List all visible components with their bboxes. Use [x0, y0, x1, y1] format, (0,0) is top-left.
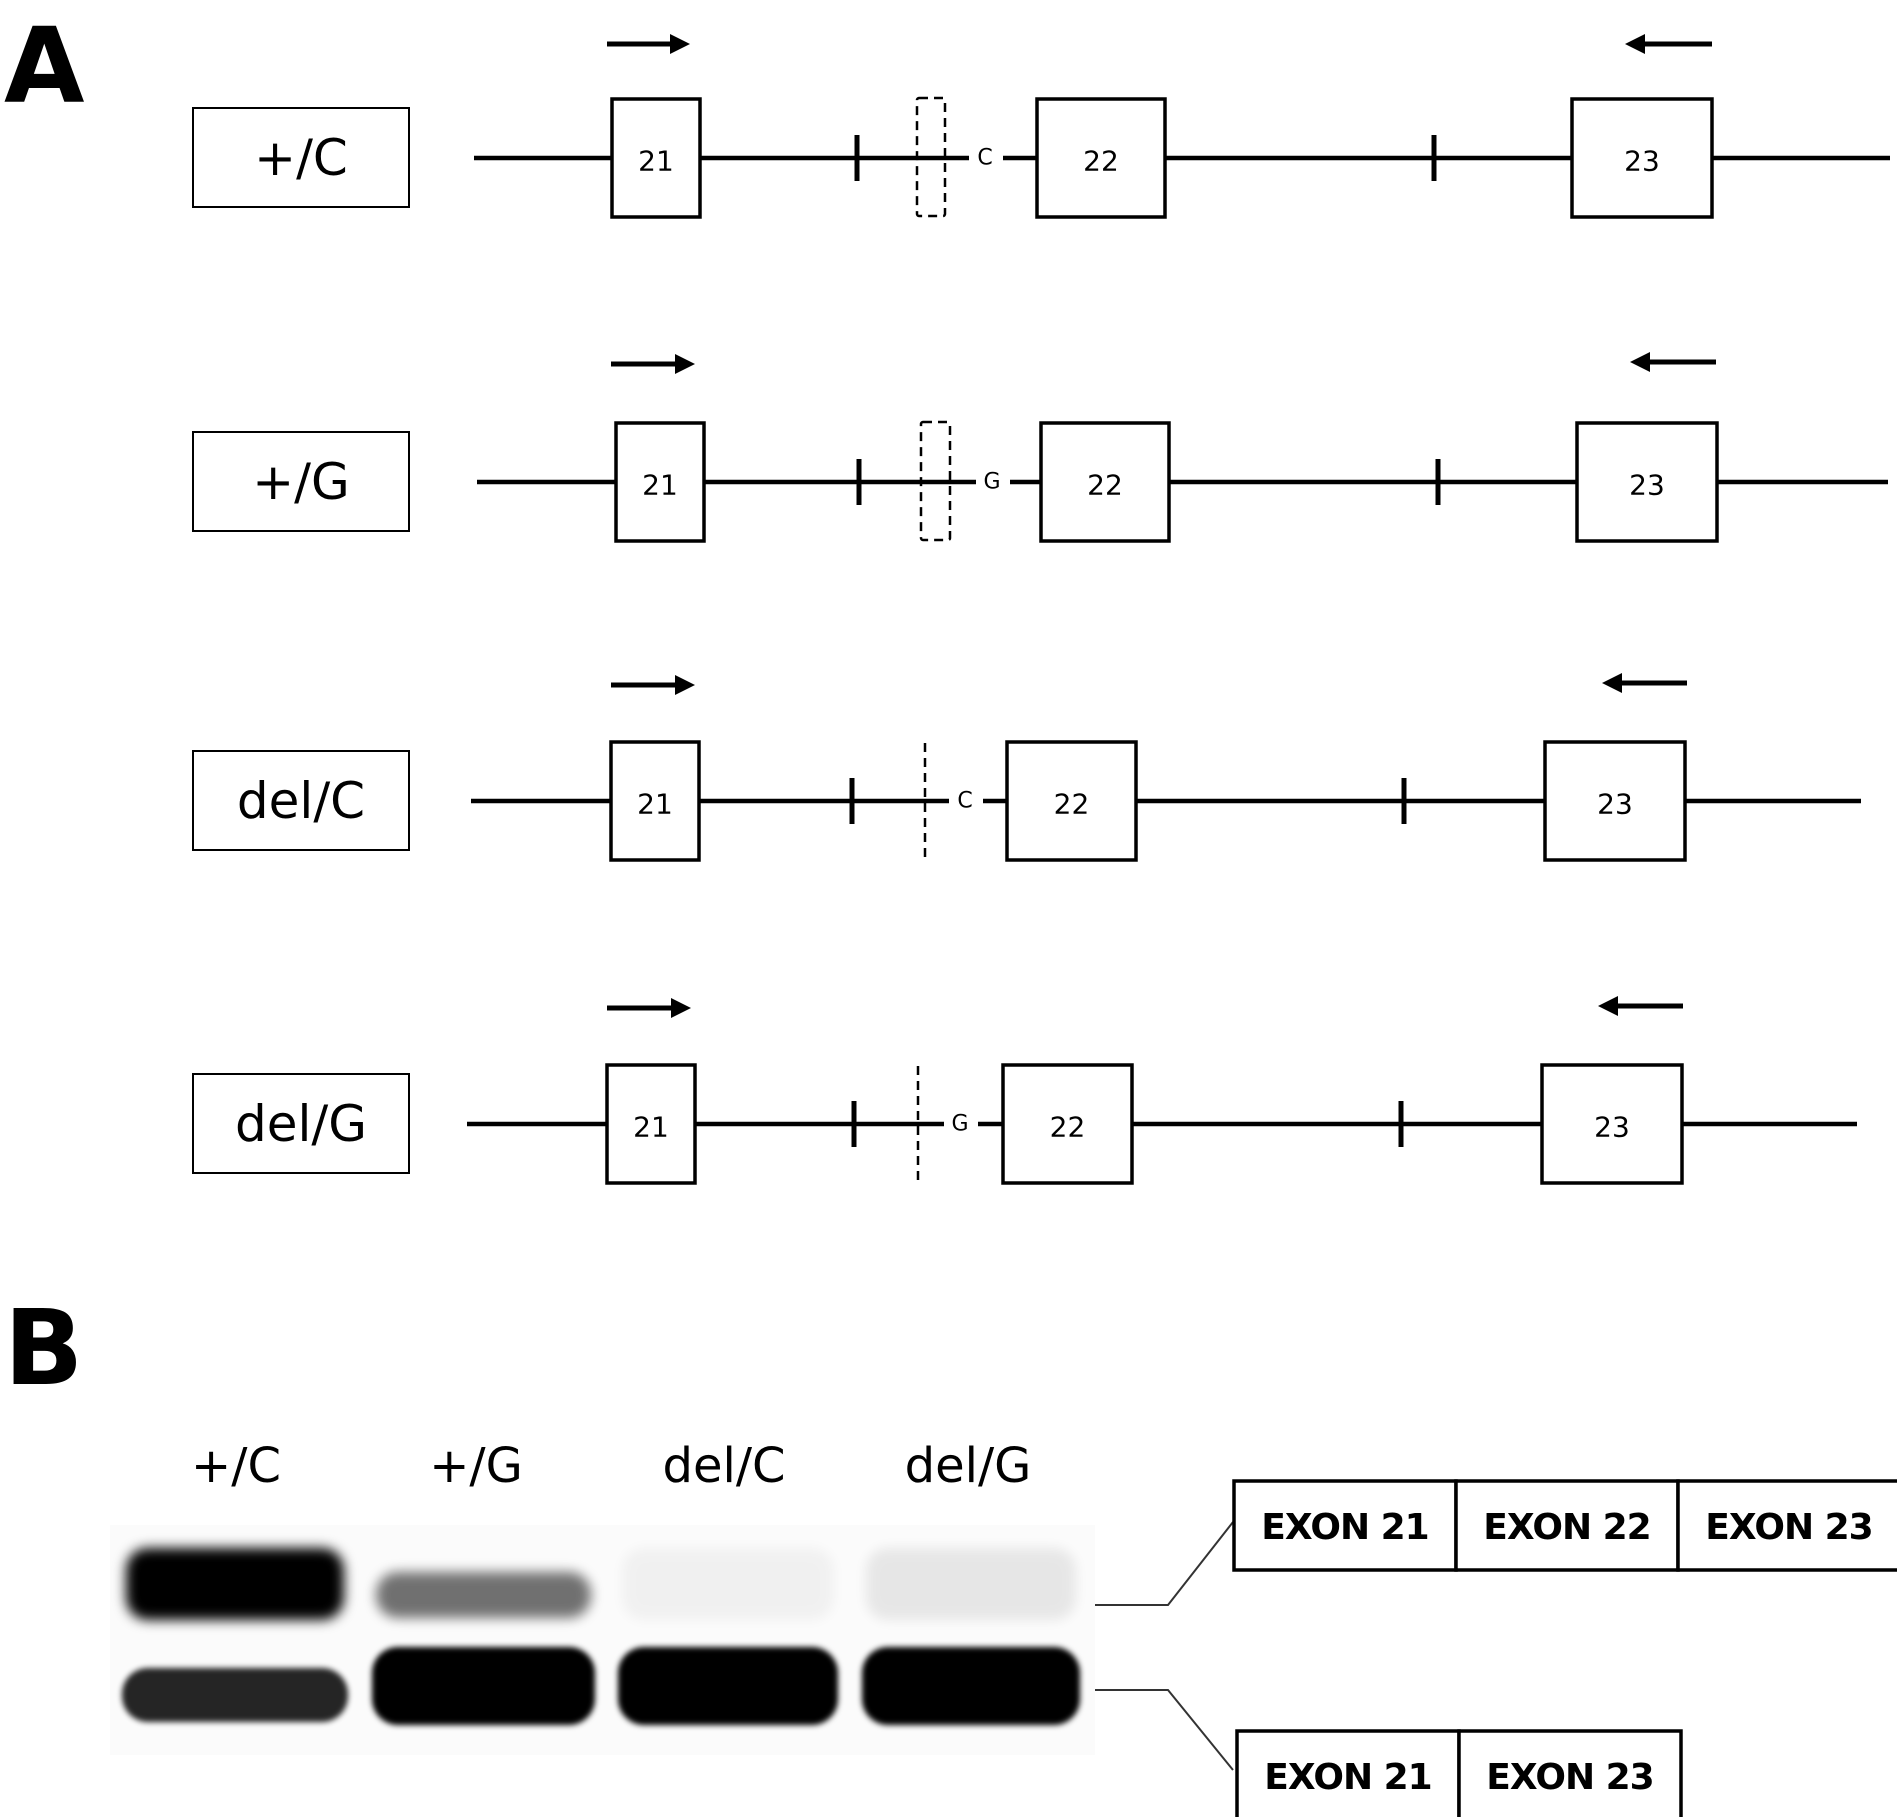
product-exon-box: [1232, 1479, 1458, 1572]
allele-label: C: [957, 789, 972, 814]
exon-number: 21: [642, 469, 678, 502]
lower-product-connector: [1095, 1689, 1234, 1771]
reverse-primer-arrow-icon: [1625, 34, 1645, 54]
exon-number: 22: [1054, 788, 1090, 821]
exon-number: 23: [1597, 788, 1633, 821]
allele-label: C: [977, 146, 992, 171]
allele-label: G: [951, 1112, 968, 1137]
forward-primer-arrow-icon: [675, 675, 695, 695]
exon-box-21: [605, 1063, 697, 1185]
exon-number: 21: [633, 1111, 669, 1144]
gel-lane: del/C: [618, 1438, 838, 1725]
lane-label: +/C: [191, 1438, 281, 1494]
exon-box-23: [1543, 740, 1687, 862]
genotype-label: del/G: [235, 1095, 367, 1153]
forward-primer-arrow-icon: [675, 354, 695, 374]
upper-band: [622, 1548, 834, 1620]
exon-box-21: [609, 740, 701, 862]
lane-label: del/G: [905, 1438, 1032, 1494]
upper-band: [376, 1572, 591, 1618]
exon-box-22: [1005, 740, 1138, 862]
lower-band: [618, 1647, 838, 1725]
reverse-primer-arrow-icon: [1630, 352, 1650, 372]
product-exon-label: EXON 23: [1705, 1507, 1872, 1548]
insertion-dashed-box: [919, 420, 952, 542]
lower-band: [372, 1647, 595, 1725]
product-exon-label: EXON 21: [1264, 1757, 1431, 1798]
reverse-primer-arrow-icon: [1598, 996, 1618, 1016]
product-exon-box: [1676, 1479, 1897, 1572]
upper-product-connector: [1095, 1521, 1234, 1606]
product-diagram-upper: EXON 21 EXON 22 EXON 23: [1232, 1479, 1897, 1572]
lane-label: del/C: [662, 1438, 785, 1494]
gel-lane: del/G: [862, 1438, 1080, 1725]
product-exon-box: [1457, 1729, 1683, 1817]
exon-number: 23: [1629, 469, 1665, 502]
gene-row-plus-C: +/C C 21 22 23: [192, 34, 1890, 219]
genotype-label: +/C: [254, 129, 348, 187]
product-exon-box: [1454, 1479, 1680, 1572]
exon-box-23: [1570, 97, 1714, 219]
forward-primer-arrow-icon: [670, 34, 690, 54]
genotype-label: +/G: [252, 453, 350, 511]
product-exon-label: EXON 23: [1486, 1757, 1653, 1798]
exon-box-23: [1540, 1063, 1684, 1185]
lower-band: [862, 1647, 1080, 1725]
lower-band: [122, 1668, 348, 1722]
lane-label: +/G: [429, 1438, 523, 1494]
upper-band: [866, 1548, 1076, 1620]
genotype-label-box: [192, 750, 410, 851]
exon-box-21: [614, 421, 706, 543]
gene-row-plus-G: +/G G 21 22 23: [192, 352, 1888, 543]
reverse-primer-arrow-icon: [1602, 673, 1622, 693]
gene-structure-panel: +/C C 21 22 23 +/G G 21 22 23 del/C C 21 22 23 del/G G 21…: [192, 34, 1890, 1185]
genotype-label-box: [192, 1073, 410, 1174]
allele-label: G: [983, 470, 1000, 495]
forward-primer-arrow-icon: [671, 998, 691, 1018]
exon-number: 22: [1050, 1111, 1086, 1144]
product-exon-label: EXON 22: [1483, 1507, 1650, 1548]
gene-row-del-G: del/G G 21 22 23: [192, 996, 1857, 1185]
genotype-label: del/C: [237, 772, 365, 830]
exon-box-22: [1001, 1063, 1134, 1185]
exon-box-23: [1575, 421, 1719, 543]
panel-b-label: B: [4, 1287, 84, 1409]
product-exon-label: EXON 21: [1261, 1507, 1428, 1548]
exon-box-21: [610, 97, 702, 219]
upper-band: [126, 1548, 344, 1620]
insertion-dashed-box: [915, 96, 947, 218]
panel-a-label: A: [4, 5, 85, 127]
gel-lane: +/G: [372, 1438, 595, 1725]
genotype-label-box: [192, 431, 410, 532]
exon-box-22: [1039, 421, 1171, 543]
product-diagram-lower: EXON 21 EXON 23: [1235, 1729, 1683, 1817]
exon-number: 22: [1087, 469, 1123, 502]
exon-number: 23: [1594, 1111, 1630, 1144]
gel-lane: +/C: [122, 1438, 348, 1722]
exon-number: 21: [637, 788, 673, 821]
genotype-label-box: [192, 107, 410, 208]
exon-box-22: [1035, 97, 1167, 219]
exon-number: 22: [1083, 145, 1119, 178]
product-exon-box: [1235, 1729, 1461, 1817]
exon-number: 21: [638, 145, 674, 178]
exon-number: 23: [1624, 145, 1660, 178]
gene-row-del-C: del/C C 21 22 23: [192, 673, 1861, 862]
